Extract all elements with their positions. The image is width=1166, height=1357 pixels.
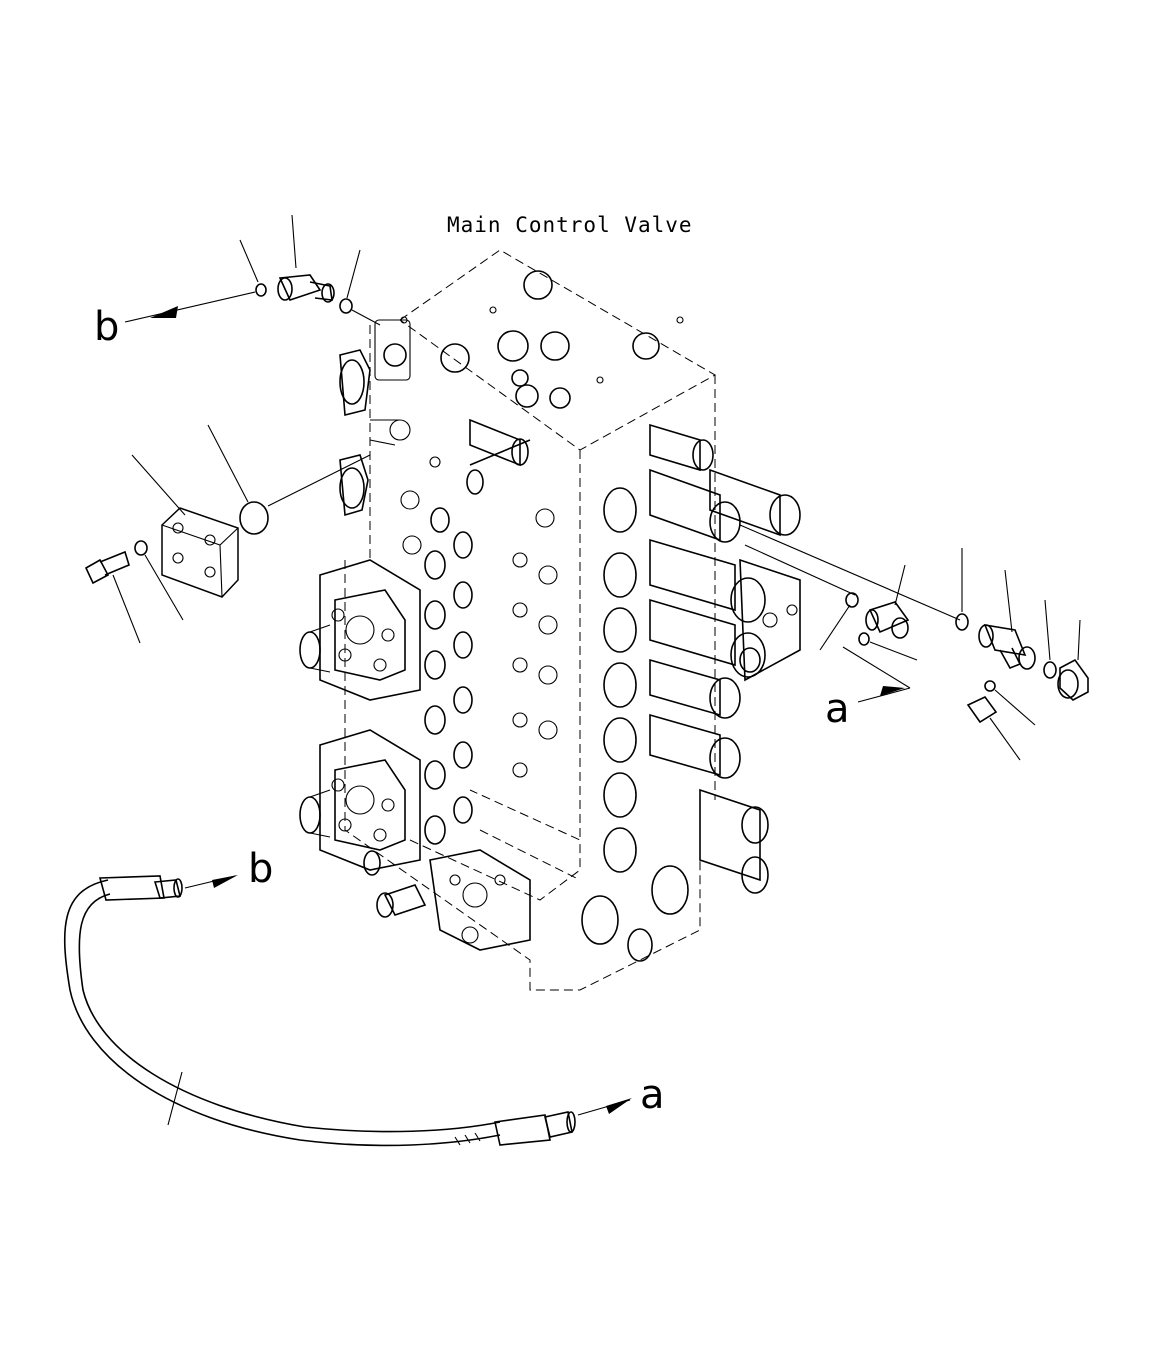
center-column-plugs [424,469,484,845]
main-control-valve-body [344,249,717,991]
upper-left-fittings [124,214,381,326]
connection-label-a-right: a [825,686,850,732]
washer [134,540,148,556]
bolt-head [84,558,110,585]
plug [966,695,998,724]
o-ring-small [255,283,267,297]
cover-plate [161,507,239,598]
o-ring-large [239,501,269,535]
connection-label-b-upper: b [94,304,119,350]
o-ring-small [845,592,859,608]
connection-label-a-hose: a [640,1072,665,1118]
o-ring-small [984,680,996,692]
right-fittings [739,524,1089,761]
elbow-fitting [278,274,322,301]
o-ring-small [339,298,353,314]
hose-assembly [63,875,632,1147]
o-ring-small [858,632,870,646]
o-ring-small [955,613,969,631]
left-side-sections [299,349,531,951]
left-cover-assembly [84,424,371,644]
o-ring-small [1043,661,1057,679]
connection-label-b-hose: b [248,846,273,892]
right-side-sections [581,423,801,962]
diagram-title: Main Control Valve [447,213,693,237]
cap [1059,658,1089,701]
